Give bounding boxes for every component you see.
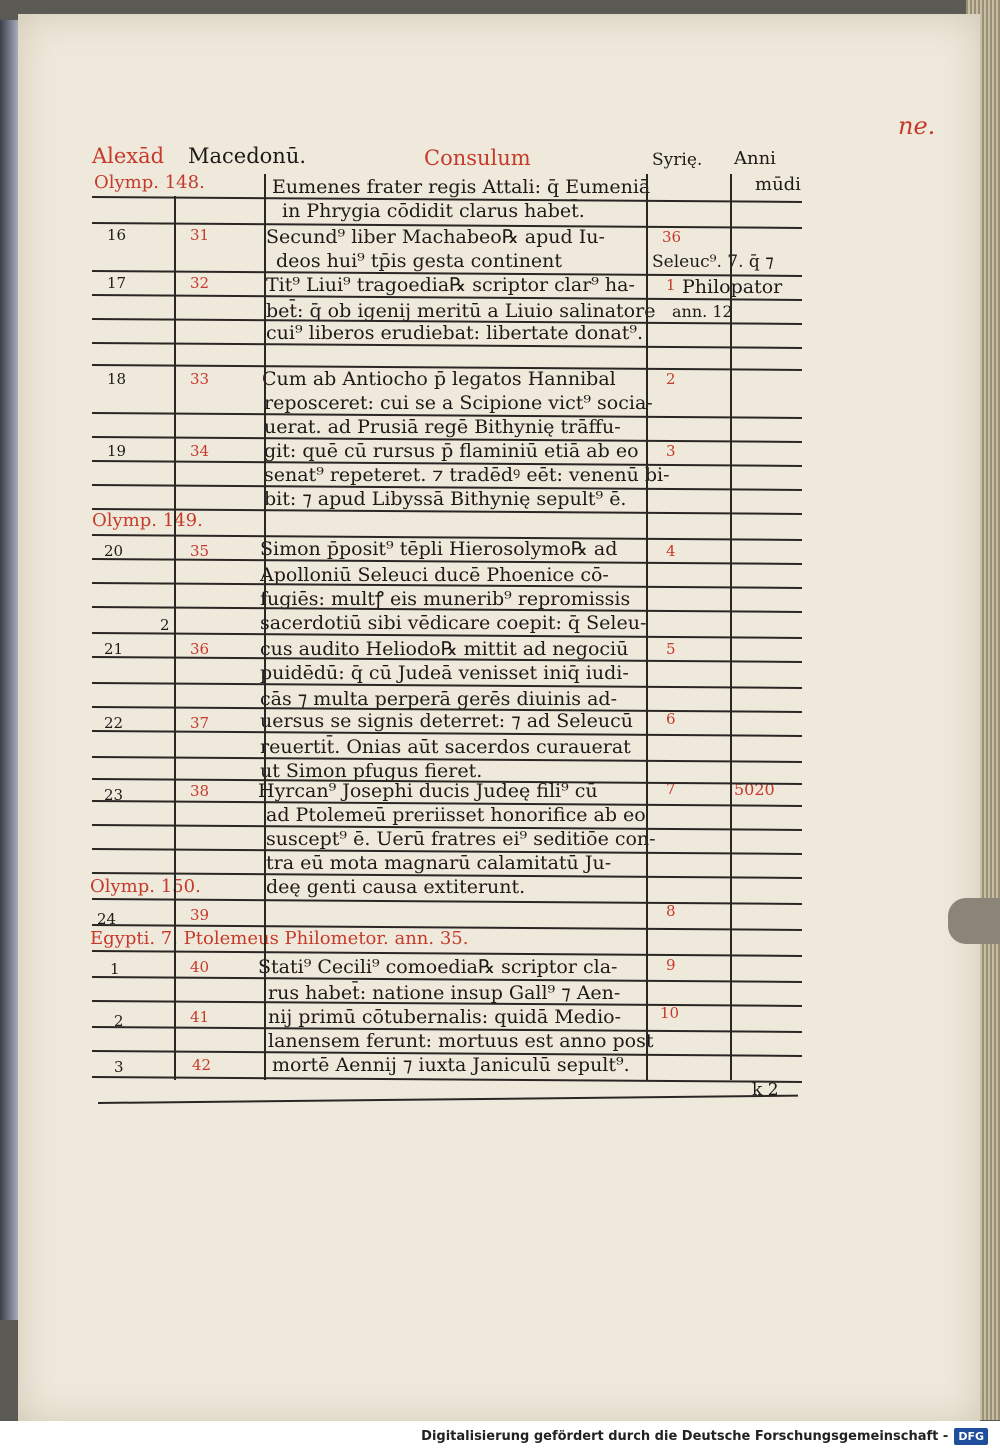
macedon-year: 24	[97, 910, 117, 928]
stray-number: 2	[160, 616, 170, 634]
olympiad-heading: Olymp. 150.	[90, 876, 201, 897]
header-syria: Syrię.	[652, 150, 703, 170]
text-line: Cum ab Antiocho p̄ legatos Hannibal	[262, 368, 616, 390]
text-line: lanensem ferunt: mortuus est anno post	[268, 1030, 654, 1052]
text-line: uersus se signis deterret: ⁊ ad Seleucū	[260, 710, 633, 732]
text-line: ad Ptolemeū preriisset honorifice ab eo	[266, 804, 646, 826]
text-line: tra eū mota magnarū calamitatū Ju-	[266, 852, 612, 874]
text-line: ut Simon pfugus fieret.	[260, 760, 483, 782]
consul-year: 39	[190, 906, 210, 924]
egypt-heading: Egypti. 7. Ptolemeus Philometor. ann. 35…	[90, 928, 469, 949]
macedon-year: 19	[107, 442, 127, 460]
text-line: Tit⁹ Liui⁹ tragoedia℞ scriptor clar⁹ ha-	[266, 274, 635, 296]
syria-year: 2	[666, 370, 676, 388]
header-anni: Anni	[734, 148, 776, 169]
syria-note: Seleuc⁹. 7. q̄ ⁊	[652, 252, 774, 272]
text-line: reposceret: cui se a Scipione vict⁹ soci…	[264, 392, 653, 414]
consul-year: 31	[190, 226, 210, 244]
macedon-year: 3	[114, 1058, 124, 1076]
macedon-year: 23	[104, 786, 124, 804]
macedon-year: 16	[107, 226, 127, 244]
text-line: nij primū cōtubernalis: quidā Medio-	[268, 1006, 622, 1028]
syria-year: 10	[660, 1004, 680, 1022]
dfg-logo-icon: DFG	[954, 1427, 988, 1445]
syria-year: 6	[666, 710, 676, 728]
header-consulum: Consulum	[424, 146, 531, 170]
syria-year: 3	[666, 442, 676, 460]
consul-year: 36	[190, 640, 210, 658]
consul-year: 41	[190, 1008, 210, 1026]
text-line: Simon p̄posit⁹ tēpli Hierosolymo℞ ad	[260, 538, 618, 560]
consul-year: 37	[190, 714, 210, 732]
syria-year: 7	[666, 780, 676, 798]
text-line: deę genti causa extiterunt.	[266, 876, 526, 898]
text-line: mortē Aennij ⁊ iuxta Janiculū sepult⁹.	[272, 1054, 630, 1076]
anno-mundi-year: 5020	[734, 780, 775, 799]
consul-year: 34	[190, 442, 210, 460]
consul-year: 38	[190, 782, 210, 800]
text-line: reuertit̄. Onias aūt sacerdos curauerat	[260, 736, 631, 758]
text-line: git: quē cū rursus p̄ flaminiū etiā ab e…	[264, 440, 639, 462]
footer-credit: Digitalisierung gefördert durch die Deut…	[421, 1428, 949, 1444]
book-clasp	[948, 898, 1000, 944]
header-alexander: Alexād	[92, 144, 165, 168]
column-rule	[646, 174, 648, 1080]
column-rule	[174, 196, 176, 1080]
text-line: rus habet̄: natione insup Gall⁹ ⁊ Aen-	[268, 982, 621, 1004]
text-line: senat⁹ repeteret. ⁊ tradēdꝰ eēt: venenū …	[264, 464, 670, 486]
text-line: uerat. ad Prusiā regē Bithynię trāffu-	[264, 416, 621, 438]
text-line: cus audito Heliodo℞ mittit ad negociū	[260, 638, 629, 660]
syria-note: ann. 12	[672, 302, 733, 321]
signature-mark: k 2	[752, 1080, 779, 1100]
consul-year: 35	[190, 542, 210, 560]
syria-year: 8	[666, 902, 676, 920]
column-rule	[730, 174, 732, 1080]
text-line: cui⁹ liberos erudiebat: libertate donat⁹…	[266, 322, 644, 344]
header-macedon: Macedonū.	[188, 144, 307, 168]
header-mundi: mūdi	[755, 174, 801, 195]
macedon-year: 22	[104, 714, 124, 732]
footer-bar: Digitalisierung gefördert durch die Deut…	[0, 1421, 1000, 1451]
text-line: bet̄: q̄ ob igenij meritū a Liuio salina…	[266, 300, 656, 322]
syria-year: 4	[666, 542, 676, 560]
text-line: sacerdotiū sibi vēdicare coepit: q̄ Sele…	[260, 612, 647, 634]
column-rule	[264, 174, 266, 1080]
text-line: Apolloniū Seleuci ducē Phoenice cō-	[260, 564, 609, 586]
text-line: bit: ⁊ apud Libyssā Bithynię sepult⁹ ē.	[264, 488, 627, 510]
text-line: fugiēs: multꝭ eis munerib⁹ repromissis	[260, 588, 631, 610]
consul-year: 33	[190, 370, 210, 388]
text-line: Eumenes frater regis Attali: q̄ Eumeniā	[272, 176, 651, 198]
syria-year: 36	[662, 228, 682, 246]
macedon-year: 20	[104, 542, 124, 560]
text-line: Hyrcan⁹ Josephi ducis Judeę fili⁹ cū	[258, 780, 598, 802]
consul-year: 40	[190, 958, 210, 976]
consul-year: 42	[192, 1056, 212, 1074]
macedon-year: 17	[107, 274, 127, 292]
olympiad-heading: Olymp. 148.	[94, 172, 205, 193]
text-line: Stati⁹ Cecili⁹ comoedia℞ scriptor cla-	[258, 956, 618, 978]
macedon-year: 21	[104, 640, 124, 658]
text-line: puidēdū: q̄ cū Judeā venisset iniq̄ iudi…	[260, 662, 629, 684]
text-line: suscept⁹ ē. Uerū fratres ei⁹ seditiōe co…	[266, 828, 656, 850]
text-line: Secund⁹ liber Machabeo℞ apud Iu-	[266, 226, 605, 248]
manuscript-page: ne.	[18, 14, 980, 1424]
text-line: cās ⁊ multa perperā gerēs diuinis ad-	[260, 688, 618, 710]
macedon-year: 2	[114, 1012, 124, 1030]
folio-number: ne.	[898, 112, 936, 140]
text-line: in Phrygia cōdidit clarus habet̄.	[282, 200, 585, 222]
syria-year: 1	[666, 276, 676, 294]
olympiad-heading: Olymp. 149.	[92, 510, 203, 531]
syria-note: Philopator	[682, 276, 783, 298]
syria-year: 9	[666, 956, 676, 974]
consul-year: 32	[190, 274, 210, 292]
macedon-year: 18	[107, 370, 127, 388]
text-line: deos hui⁹ tp̄is gesta continent	[276, 250, 563, 272]
syria-year: 5	[666, 640, 676, 658]
macedon-year: 1	[110, 960, 120, 978]
